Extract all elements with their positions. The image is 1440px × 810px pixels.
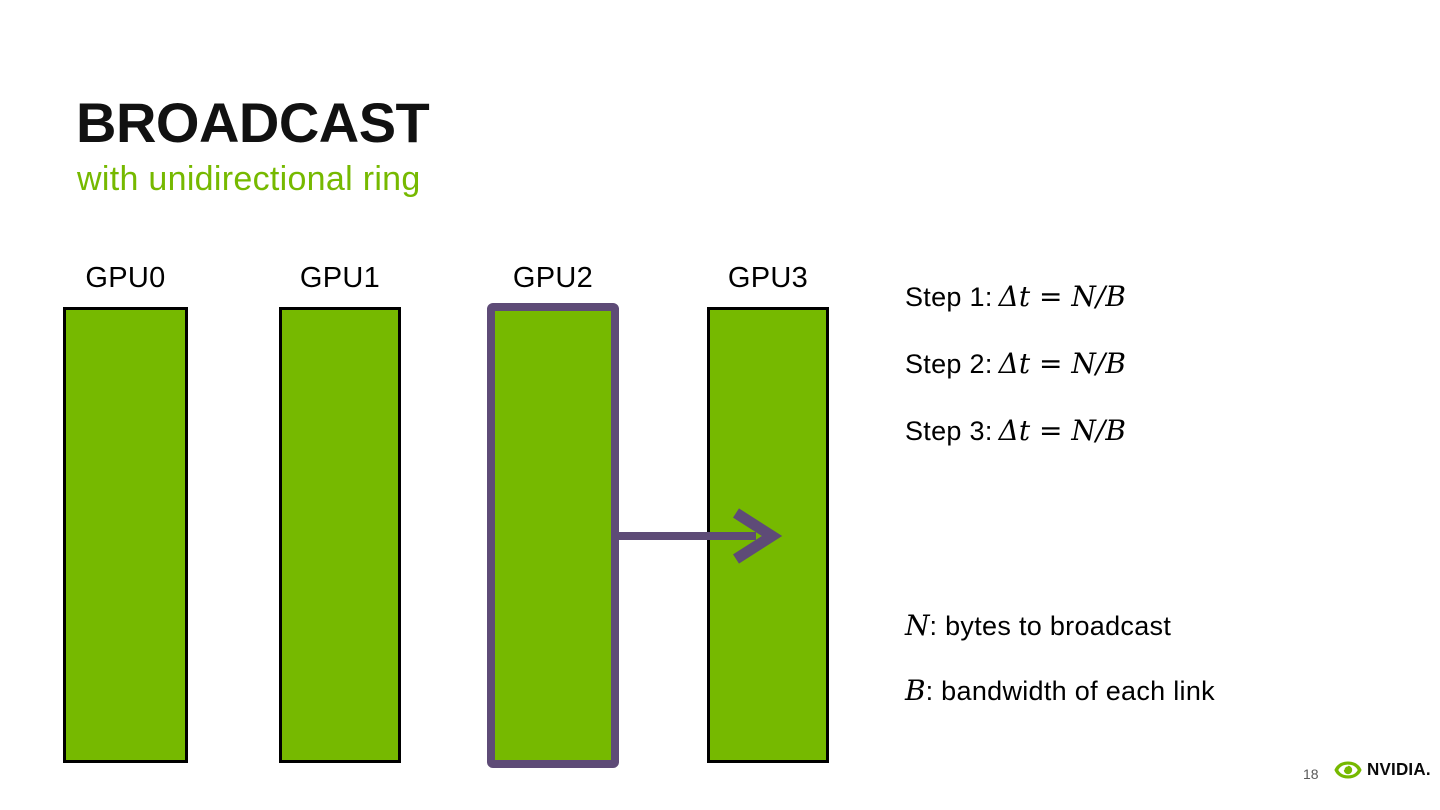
symbol-n: N <box>905 609 930 642</box>
step-1-line: Step 1:Δt = N/B <box>905 280 1126 313</box>
step-3-line: Step 3:Δt = N/B <box>905 414 1126 447</box>
gpu-bar <box>279 307 401 763</box>
step-3-label: Step 3: <box>905 416 993 446</box>
nvidia-logo: NVIDIA. <box>1334 757 1431 783</box>
page-number: 18 <box>1303 766 1319 782</box>
slide-title: BROADCAST <box>76 91 430 154</box>
step-3-formula: Δt = N/B <box>998 414 1126 447</box>
gpu-label: GPU3 <box>727 262 809 294</box>
definition-n-text: : bytes to broadcast <box>929 611 1172 641</box>
gpu-bar <box>63 307 188 763</box>
symbol-b: B <box>905 674 926 707</box>
step-2-formula: Δt = N/B <box>998 347 1126 380</box>
gpu-label: GPU0 <box>85 262 166 294</box>
gpu-label: GPU2 <box>512 262 594 294</box>
gpu-label: GPU1 <box>299 262 381 294</box>
nvidia-wordmark: NVIDIA. <box>1367 759 1431 780</box>
slide-subtitle: with unidirectional ring <box>77 160 421 198</box>
gpu-column-1: GPU1 <box>279 258 401 763</box>
definition-b-line: B: bandwidth of each link <box>905 674 1215 707</box>
definition-b-text: : bandwidth of each link <box>925 676 1215 706</box>
step-2-line: Step 2:Δt = N/B <box>905 347 1126 380</box>
step-2-label: Step 2: <box>905 349 993 379</box>
definition-n-line: N: bytes to broadcast <box>905 609 1171 642</box>
gpu-column-0: GPU0 <box>63 258 188 763</box>
broadcast-arrow-icon <box>613 508 783 564</box>
nvidia-eye-icon <box>1334 761 1362 779</box>
step-1-formula: Δt = N/B <box>998 280 1126 313</box>
step-1-label: Step 1: <box>905 282 993 312</box>
